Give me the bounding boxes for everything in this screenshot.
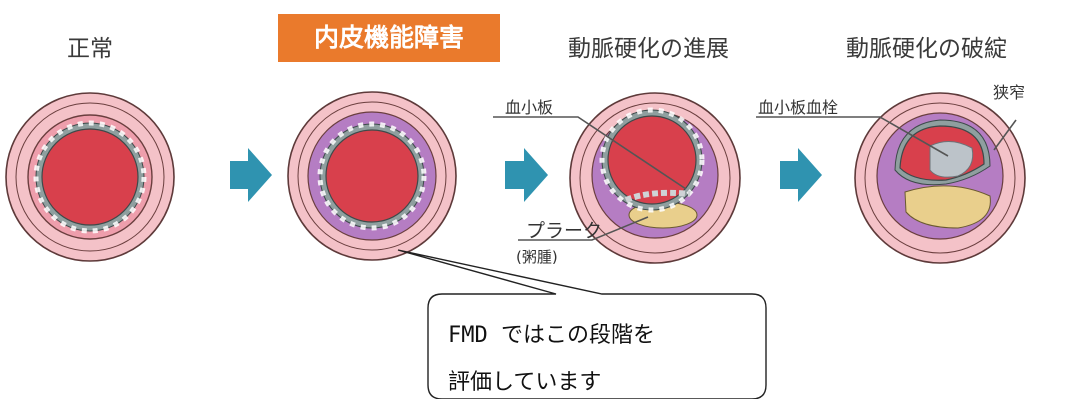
thrombus-leader-line [756, 116, 949, 157]
label-platelet: 血小板 [505, 98, 554, 117]
stage-title-progression: 動脈硬化の進展 [568, 36, 729, 62]
endothelial-dysfunction-crosssection [287, 91, 457, 261]
normal-artery-crosssection [5, 92, 175, 262]
atherosclerosis-rupture-crosssection [854, 92, 1026, 264]
stage-title-normal: 正常 [67, 36, 113, 62]
arrow-right-icon [230, 148, 272, 202]
arrow-right-icon [780, 148, 822, 202]
platelet-leader-line [493, 116, 687, 190]
callout-line-2: 評価しています [448, 370, 602, 395]
stage-title-endothelial-dysfunction: 内皮機能障害 [278, 14, 500, 62]
label-stenosis: 狭窄 [993, 83, 1026, 102]
stage-title-rupture: 動脈硬化の破綻 [846, 36, 1007, 62]
arrow-right-icon [505, 148, 548, 202]
stenosis-leader-line [993, 119, 1017, 151]
plaque-leader-line [518, 216, 649, 241]
label-plaque-sub: (粥腫) [516, 248, 558, 266]
label-plaque: プラーク [526, 220, 603, 242]
callout-line-1: FMD ではこの段階を [448, 323, 655, 348]
label-thrombus: 血小板血栓 [758, 98, 839, 117]
atherosclerosis-progression-crosssection [569, 92, 741, 264]
